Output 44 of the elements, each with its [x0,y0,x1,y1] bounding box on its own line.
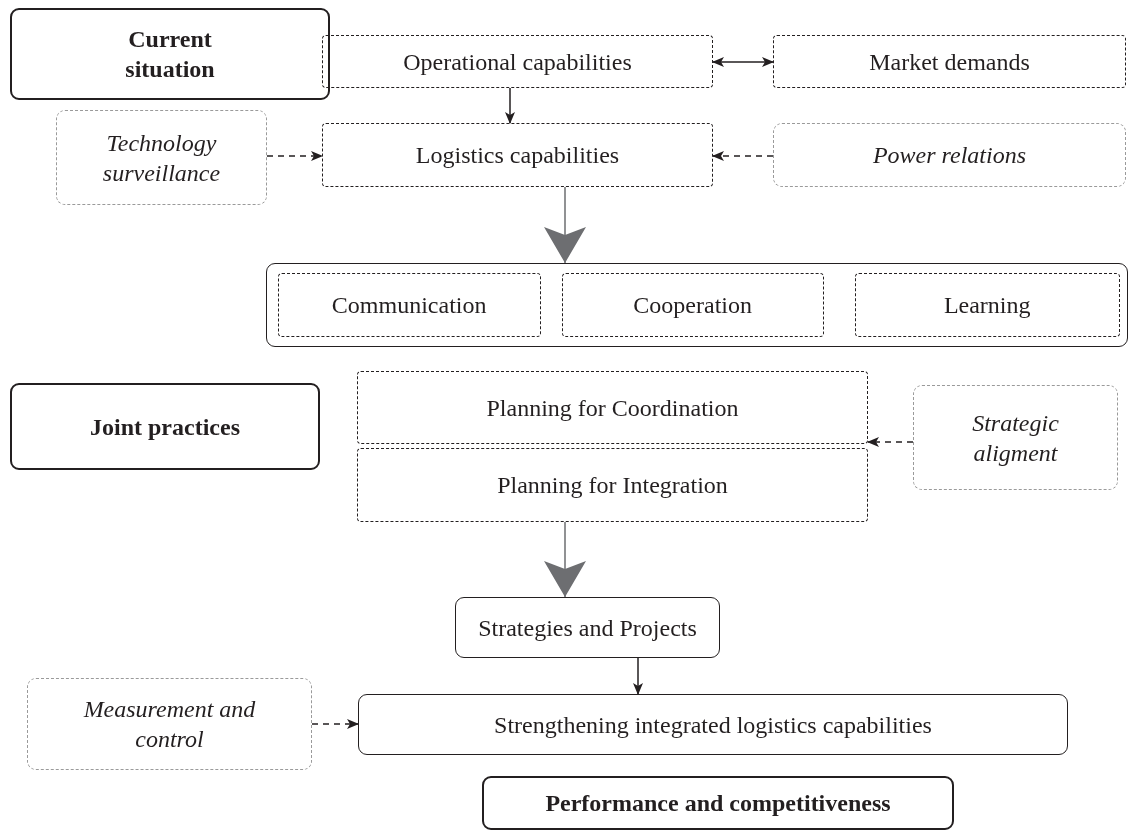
node-label: Technology surveillance [101,128,222,188]
node-label: Strategic aligment [971,408,1060,468]
node-label: Planning for Coordination [486,393,739,423]
process-box [357,448,868,522]
node-label: Communication [331,290,487,320]
note-box [913,385,1118,490]
node-label: Operational capabilities [403,47,632,77]
chevron-arrow [544,186,586,264]
heading-box [10,8,330,100]
note-box [27,678,312,770]
process-box [358,694,1068,755]
process-box [357,371,868,444]
heading-label: Current situation [124,25,216,84]
group-box [266,263,1128,347]
arrow [712,151,774,161]
arrow [311,719,359,729]
note-box [56,110,267,205]
node-label: Logistics capabilities [415,141,620,170]
heading-box [10,383,320,470]
heading-box [482,776,954,830]
node-label: Strategies and Projects [478,613,697,643]
note-box [773,123,1126,187]
arrow [712,57,774,67]
process-box [322,35,713,88]
chevron-arrow [544,521,586,598]
node-label: Market demands [869,47,1030,77]
node-label: Measurement and control [82,695,257,754]
node-label: Cooperation [633,290,752,320]
arrow [867,437,914,447]
arrow [633,657,643,695]
process-box [455,597,720,658]
node-label: Planning for Integration [497,471,728,500]
arrow [266,151,323,161]
process-box [277,272,541,337]
process-box [773,35,1126,88]
heading-label: Joint practices [90,412,240,442]
node-label: Power relations [872,141,1027,170]
heading-label: Performance and competitiveness [545,789,891,818]
node-label: Learning [943,290,1031,320]
process-box [854,272,1120,337]
node-label: Strengthening integrated logistics capabilities [494,710,932,740]
process-box [561,272,824,337]
arrow [505,87,515,124]
process-box [322,123,713,187]
